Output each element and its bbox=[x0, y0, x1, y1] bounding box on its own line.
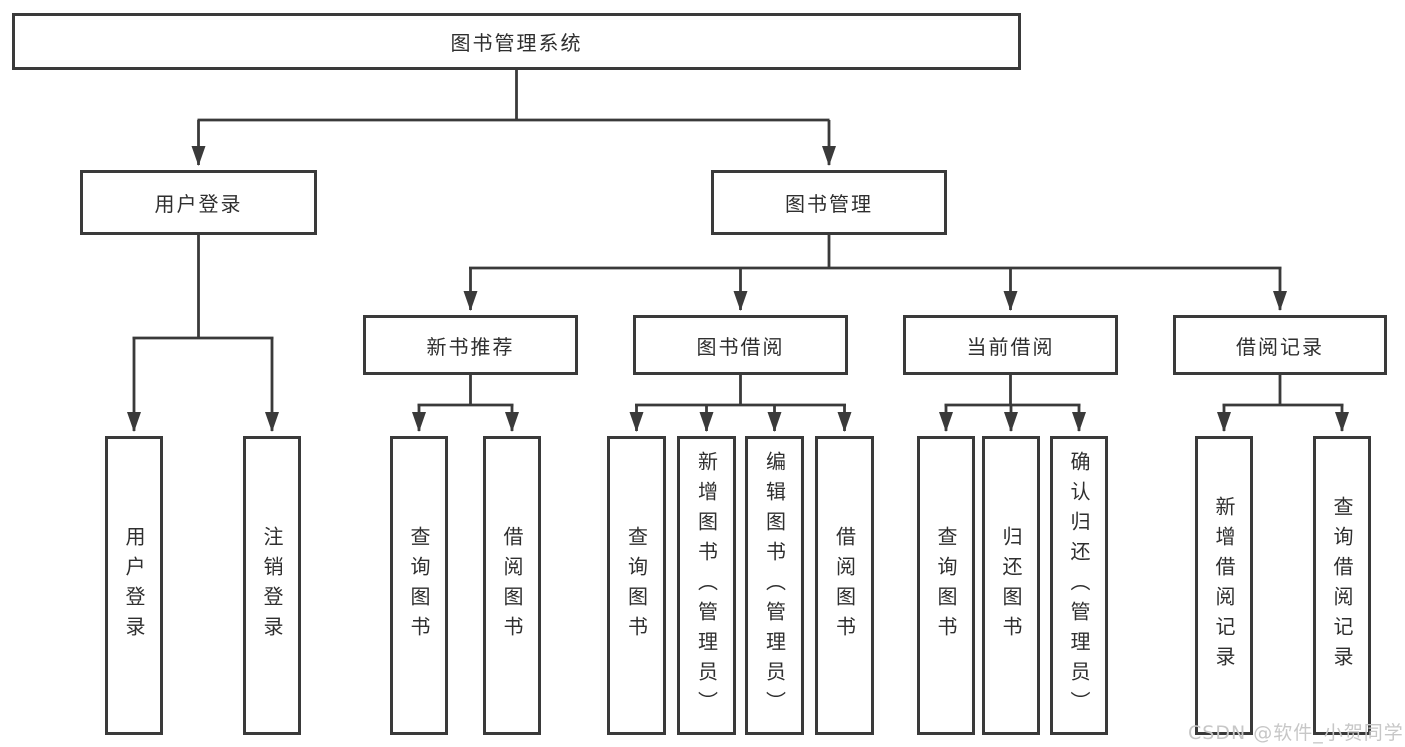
leaf-query-borrow-record: 查询借阅记录 bbox=[1313, 436, 1371, 735]
leaf-borrow-books-recommend: 借阅图书 bbox=[483, 436, 541, 735]
node-user-login-module: 用户登录 bbox=[80, 170, 317, 235]
leaf-edit-books-admin: 编辑图书（管理员） bbox=[745, 436, 804, 735]
node-book-borrow: 图书借阅 bbox=[633, 315, 848, 375]
node-borrow-records: 借阅记录 bbox=[1173, 315, 1387, 375]
leaf-query-books-current: 查询图书 bbox=[917, 436, 975, 735]
node-book-management: 图书管理 bbox=[711, 170, 947, 235]
leaf-logout: 注销登录 bbox=[243, 436, 301, 735]
leaf-borrow-books: 借阅图书 bbox=[815, 436, 874, 735]
leaf-query-books-borrow: 查询图书 bbox=[607, 436, 666, 735]
leaf-user-login: 用户登录 bbox=[105, 436, 163, 735]
leaf-confirm-return-admin: 确认归还（管理员） bbox=[1050, 436, 1108, 735]
leaf-query-books-recommend: 查询图书 bbox=[390, 436, 448, 735]
leaf-add-books-admin: 新增图书（管理员） bbox=[677, 436, 736, 735]
node-new-book-recommend: 新书推荐 bbox=[363, 315, 578, 375]
node-root-system: 图书管理系统 bbox=[12, 13, 1021, 70]
leaf-add-borrow-record: 新增借阅记录 bbox=[1195, 436, 1253, 735]
node-current-borrow: 当前借阅 bbox=[903, 315, 1118, 375]
leaf-return-books: 归还图书 bbox=[982, 436, 1040, 735]
csdn-watermark: CSDN @软件_小贺同学 bbox=[1188, 722, 1404, 744]
